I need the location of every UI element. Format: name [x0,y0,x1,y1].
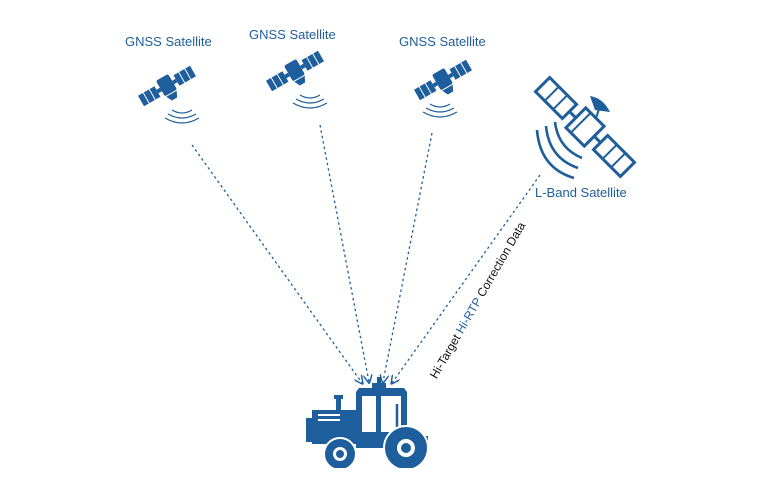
signal-line-gnss-1 [191,144,362,383]
gnss-satellite-label-2: GNSS Satellite [249,27,336,42]
lband-satellite-label: L-Band Satellite [535,185,627,200]
signal-line-lband [392,174,541,383]
gnss-satellite-label-3: GNSS Satellite [399,34,486,49]
gnss-satellite-label-1: GNSS Satellite [125,34,212,49]
signal-line-gnss-3 [383,132,433,382]
